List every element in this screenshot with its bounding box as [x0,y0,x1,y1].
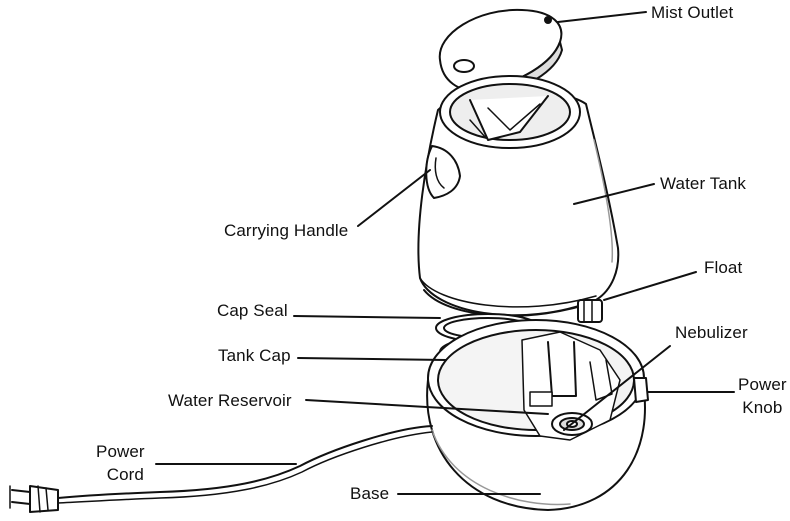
power-cord-part [9,425,433,513]
label-power-cord-line2: Cord [106,465,144,484]
label-power-cord: Power Cord [96,440,145,486]
label-float: Float [704,258,743,277]
label-base: Base [350,484,390,503]
label-power-knob-line2: Knob [742,398,783,417]
label-cap-seal: Cap Seal [217,301,288,320]
leader-lines [155,11,735,495]
label-power-knob-line1: Power [738,375,787,394]
label-water-reservoir: Water Reservoir [168,391,292,410]
base-part [426,319,649,511]
label-mist-outlet: Mist Outlet [651,3,734,22]
label-nebulizer: Nebulizer [675,323,748,342]
label-tank-cap: Tank Cap [218,346,291,365]
label-power-cord-line1: Power [96,442,145,461]
water-tank-body [417,75,620,317]
label-power-knob: Power Knob [738,373,787,419]
float-part [577,299,603,323]
label-water-tank: Water Tank [660,174,747,193]
label-carrying-handle: Carrying Handle [224,221,349,240]
